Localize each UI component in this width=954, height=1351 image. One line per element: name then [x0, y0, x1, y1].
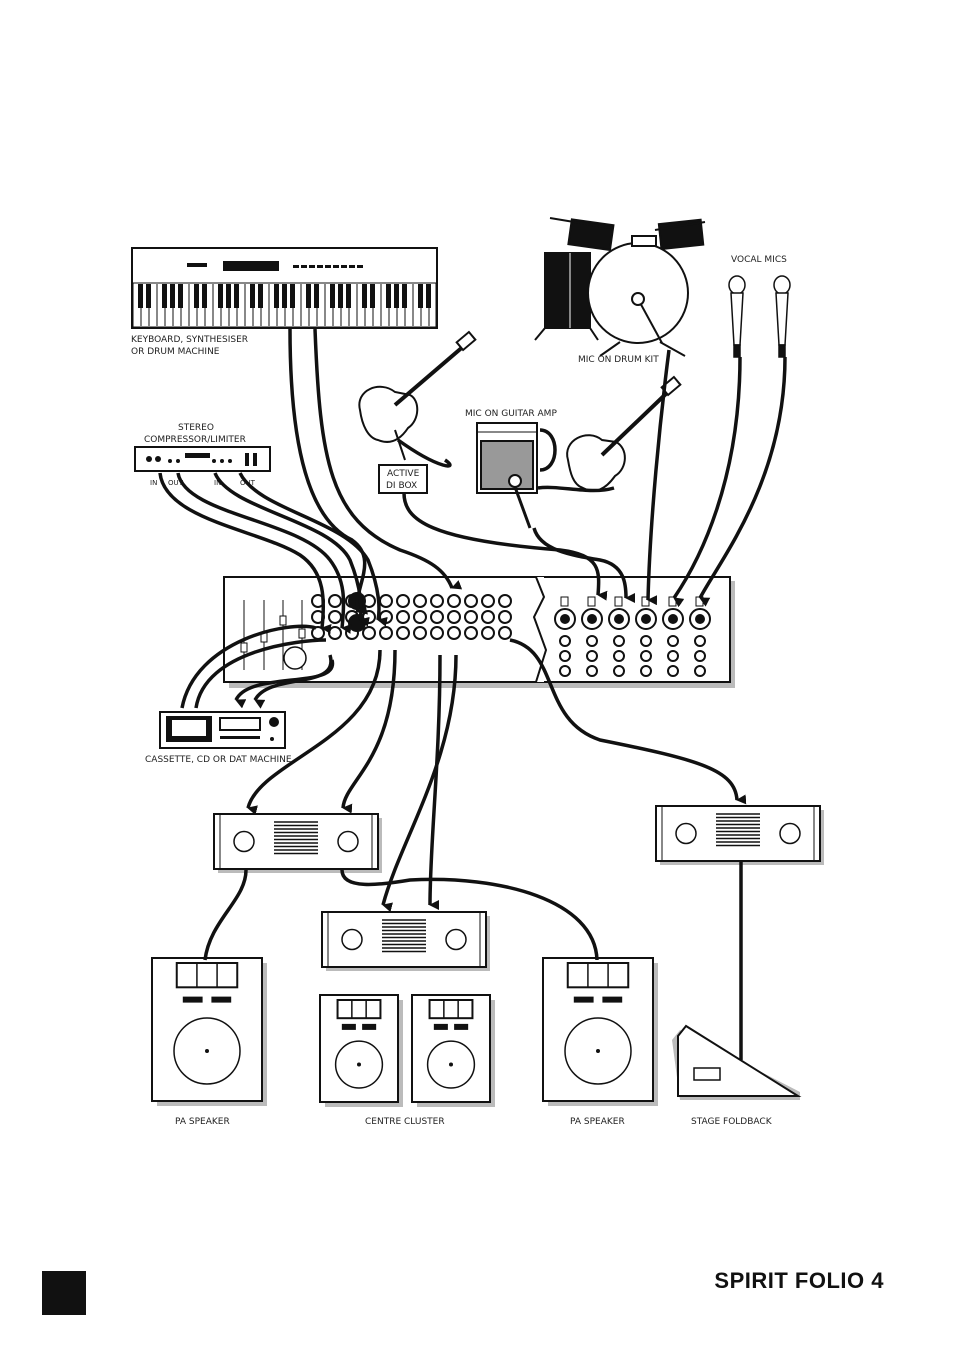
keyboard-synth [131, 247, 438, 329]
compressor-limiter [134, 446, 271, 472]
comp-in-1: IN [150, 479, 157, 487]
vocal-label: VOCAL MICS [731, 255, 787, 265]
comp-in-2: IN [214, 479, 221, 487]
centre-label: CENTRE CLUSTER [365, 1117, 445, 1127]
amplifier-left [213, 813, 382, 873]
compressor-label-1: STEREO [178, 423, 214, 433]
foldback-label: STAGE FOLDBACK [691, 1117, 773, 1127]
keyboard-label-1: KEYBOARD, SYNTHESISER [131, 335, 248, 345]
drum-kit [534, 217, 706, 357]
comp-out-1: OUT [168, 479, 184, 487]
mixer-console [223, 576, 735, 688]
guitar-amp [476, 422, 538, 529]
cassette-label: CASSETTE, CD OR DAT MACHINE [145, 755, 292, 765]
page-number-block [42, 1271, 86, 1315]
amplifier-foldback [655, 805, 824, 865]
electric-guitar [566, 375, 682, 492]
keyboard-label-2: OR DRUM MACHINE [131, 347, 220, 357]
pa-speaker-left [151, 957, 267, 1106]
amplifier-centre [321, 911, 490, 971]
bass-guitar [358, 330, 477, 461]
cassette-machine [159, 711, 286, 749]
brand-title: SPIRIT FOLIO 4 [714, 1268, 884, 1293]
vocal-mics [728, 275, 791, 358]
compressor-label-2: COMPRESSOR/LIMITER [144, 435, 246, 445]
di-label-2: DI BOX [386, 481, 417, 491]
cables [158, 328, 787, 1060]
pa-left-label: PA SPEAKER [175, 1117, 230, 1127]
pa-right-label: PA SPEAKER [570, 1117, 625, 1127]
pa-speaker-right [542, 957, 658, 1106]
guitar-amp-label: MIC ON GUITAR AMP [465, 409, 557, 419]
di-label-1: ACTIVE [387, 469, 420, 479]
drum-label: MIC ON DRUM KIT [578, 355, 659, 365]
centre-speaker-1 [319, 994, 403, 1107]
centre-speaker-2 [411, 994, 495, 1107]
di-box [378, 464, 428, 494]
stage-foldback-wedge [672, 1024, 802, 1100]
